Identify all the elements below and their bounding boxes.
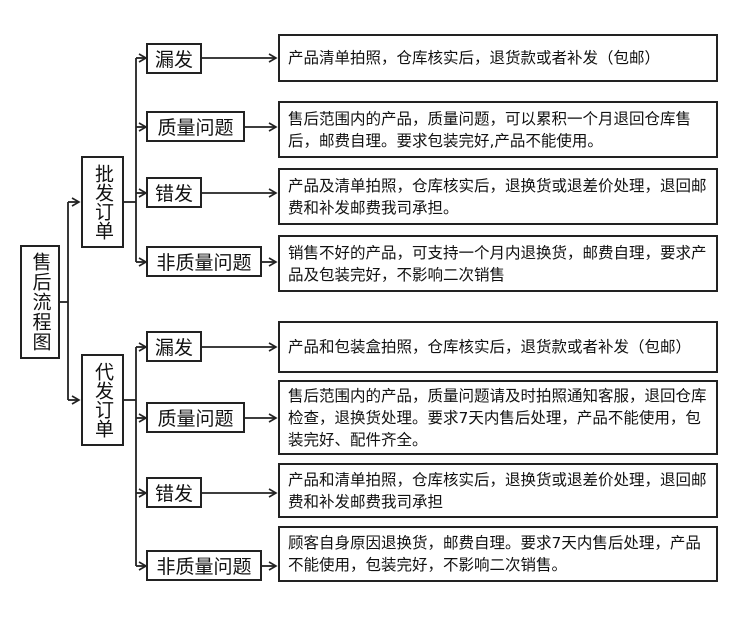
category-node-wrong-shipment: 错发 bbox=[146, 477, 202, 508]
category-label: 非质量问题 bbox=[156, 252, 252, 274]
group-label: 批发订单 bbox=[92, 164, 114, 240]
description-text: 售后范围内的产品，质量问题请及时拍照通知客服，退回仓库检查，退换货处理。要求7天… bbox=[288, 386, 707, 449]
group-1-connector bbox=[124, 53, 148, 267]
category-node-non-quality-issue: 非质量问题 bbox=[146, 550, 262, 581]
category-label: 非质量问题 bbox=[156, 556, 252, 578]
description-box: 售后范围内的产品，质量问题，可以累积一个月退回仓库售后，邮费自理。要求包装完好,… bbox=[278, 101, 718, 158]
category-node-missing-shipment: 漏发 bbox=[146, 43, 202, 74]
description-text: 产品及清单拍照，仓库核实后，退换货或退差价处理，退回邮费和补发邮费我司承担。 bbox=[288, 176, 707, 217]
root-node: 售后流程图 bbox=[20, 245, 60, 359]
category-label: 错发 bbox=[154, 483, 193, 505]
category-node-non-quality-issue: 非质量问题 bbox=[146, 246, 262, 277]
category-node-wrong-shipment: 错发 bbox=[146, 177, 202, 208]
category-node-quality-issue: 质量问题 bbox=[146, 111, 245, 142]
category-node-missing-shipment: 漏发 bbox=[146, 331, 202, 362]
category-label: 质量问题 bbox=[157, 408, 234, 430]
root-label: 售后流程图 bbox=[29, 252, 52, 352]
category-label: 错发 bbox=[154, 183, 193, 205]
description-text: 产品清单拍照，仓库核实后，退货款或者补发（包邮） bbox=[288, 49, 661, 67]
description-box: 顾客自身原因退换货，邮费自理。要求7天内售后处理，产品不能使用，包装完好，不影响… bbox=[278, 526, 718, 582]
description-text: 顾客自身原因退换货，邮费自理。要求7天内售后处理，产品不能使用，包装完好，不影响… bbox=[288, 534, 701, 574]
root-connector bbox=[60, 197, 81, 405]
group-node-dropship: 代发订单 bbox=[81, 354, 124, 446]
category-node-quality-issue: 质量问题 bbox=[146, 402, 245, 433]
description-text: 产品和清单拍照，仓库核实后，退换货或退差价处理，退回邮费和补发邮费我司承担 bbox=[288, 470, 707, 511]
description-box: 产品清单拍照，仓库核实后，退货款或者补发（包邮） bbox=[278, 34, 718, 82]
description-box: 产品和包装盒拍照，仓库核实后，退货款或者补发（包邮） bbox=[278, 321, 718, 373]
category-label: 漏发 bbox=[154, 337, 193, 359]
description-box: 产品及清单拍照，仓库核实后，退换货或退差价处理，退回邮费和补发邮费我司承担。 bbox=[278, 168, 718, 225]
group-node-wholesale: 批发订单 bbox=[81, 156, 124, 248]
group-label: 代发订单 bbox=[92, 362, 114, 438]
description-text: 售后范围内的产品，质量问题，可以累积一个月退回仓库售后，邮费自理。要求包装完好,… bbox=[288, 109, 692, 150]
category-label: 漏发 bbox=[154, 49, 193, 71]
category-to-description-arrows bbox=[202, 53, 278, 571]
category-label: 质量问题 bbox=[157, 117, 234, 139]
group-2-connector bbox=[124, 342, 148, 571]
description-box: 产品和清单拍照，仓库核实后，退换货或退差价处理，退回邮费和补发邮费我司承担 bbox=[278, 463, 718, 518]
description-box: 售后范围内的产品，质量问题请及时拍照通知客服，退回仓库检查，退换货处理。要求7天… bbox=[278, 380, 718, 455]
description-text: 销售不好的产品，可支持一个月内退换货，邮费自理，要求产品及包装完好，不影响二次销… bbox=[288, 243, 707, 284]
description-text: 产品和包装盒拍照，仓库核实后，退货款或者补发（包邮） bbox=[288, 338, 692, 356]
description-box: 销售不好的产品，可支持一个月内退换货，邮费自理，要求产品及包装完好，不影响二次销… bbox=[278, 235, 718, 292]
